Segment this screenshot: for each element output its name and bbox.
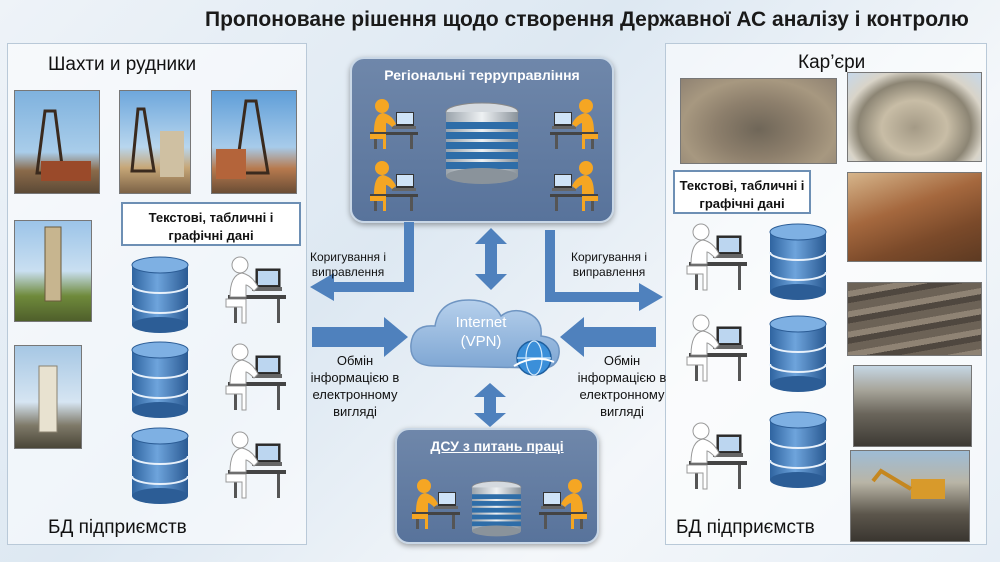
enterprise-database-icon (131, 427, 189, 505)
mine-photo (14, 345, 82, 449)
dsu-server-icon (471, 480, 522, 537)
arrow-regional-to-quarries (545, 230, 663, 311)
enterprise-database-icon (769, 411, 827, 489)
exchange-label: Обмін інформацією в електронному вигляді (310, 353, 400, 419)
dsu-operator-icon (412, 479, 460, 529)
operator-icon (225, 343, 287, 411)
mine-photo (211, 90, 297, 194)
enterprise-db-label: БД підприємств (48, 517, 187, 538)
data-types-box: Текстові, табличні і графічні дані (673, 170, 811, 214)
enterprise-database-icon (131, 256, 189, 334)
internet-label-line1: Internet (455, 314, 507, 331)
arrow-internet-dsu (474, 383, 506, 427)
regional-operator-icon (550, 161, 598, 211)
regional-offices-title: Регіональні терруправління (384, 67, 580, 83)
enterprise-database-icon (769, 315, 827, 393)
enterprise-database-icon (131, 341, 189, 419)
enterprise-database-icon (769, 223, 827, 301)
arrow-regional-to-mines (310, 222, 414, 301)
operator-icon (686, 223, 748, 291)
globe-icon (513, 340, 555, 376)
operator-icon (225, 431, 287, 499)
enterprise-db-label: БД підприємств (676, 517, 815, 538)
dsu-title: ДСУ з питань праці (430, 438, 564, 454)
operator-icon (225, 256, 287, 324)
arrow-quarries-to-internet (560, 317, 656, 357)
dsu-operator-icon (539, 479, 587, 529)
arrow-regional-internet (475, 228, 507, 290)
quarry-photo (680, 78, 837, 164)
mine-photo (119, 90, 191, 194)
quarry-photo (850, 450, 970, 542)
regional-server-icon (445, 102, 519, 185)
regional-operator-icon (370, 99, 418, 149)
quarries-heading: Кар’єри (798, 52, 866, 73)
data-types-box: Текстові, табличні і графічні дані (121, 202, 301, 246)
quarry-photo (853, 365, 972, 447)
internet-label: Internet (VPN) (436, 313, 526, 351)
mine-photo (14, 90, 100, 194)
regional-operator-icon (370, 161, 418, 211)
correction-label: Коригування і виправлення (309, 250, 387, 279)
exchange-label: Обмін інформацією в електронному вигляді (577, 353, 667, 419)
quarry-photo (847, 72, 982, 162)
quarry-photo (847, 172, 982, 262)
operator-icon (686, 422, 748, 490)
regional-operator-icon (550, 99, 598, 149)
mine-photo (14, 220, 92, 322)
correction-label: Коригування і виправлення (570, 250, 648, 279)
operator-icon (686, 314, 748, 382)
slide-title: Пропоноване рішення щодо створення Держа… (205, 8, 969, 31)
quarry-photo (847, 282, 982, 356)
mines-heading: Шахти и рудники (48, 54, 197, 75)
internet-label-line2: (VPN) (460, 333, 502, 350)
arrow-mines-to-internet (312, 317, 408, 357)
